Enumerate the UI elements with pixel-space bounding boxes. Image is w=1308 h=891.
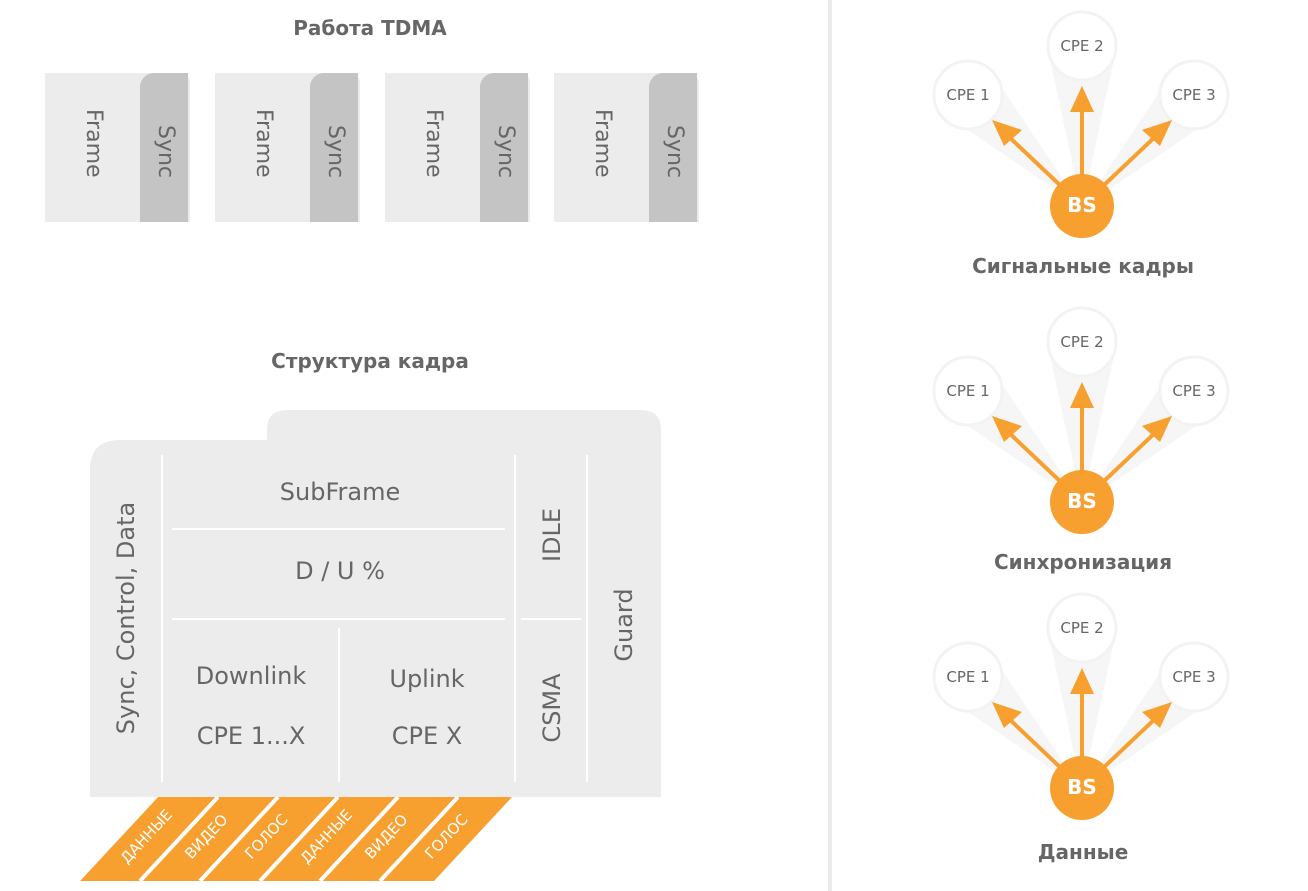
tdma-block-2: Frame Sync (215, 73, 360, 222)
star-diagram-data: CPE 1 CPE 2 CPE 3 BS (928, 590, 1238, 830)
du-label: D / U % (295, 557, 385, 585)
bs-label: BS (1067, 489, 1097, 513)
uplink-label: Uplink (389, 665, 465, 693)
bs-node (1050, 470, 1114, 534)
tdma-frame-label: Frame (81, 109, 106, 178)
guard-label: Guard (610, 588, 638, 661)
cpe-3-label: CPE 3 (1172, 382, 1216, 400)
bs-node (1050, 174, 1114, 238)
cpe-3-label: CPE 3 (1172, 668, 1216, 686)
header-column-label: Sync, Control, Data (112, 502, 140, 734)
idle-label: IDLE (538, 508, 566, 562)
cpe-1-label: CPE 1 (946, 382, 990, 400)
tdma-frame-label: Frame (251, 109, 276, 178)
star-caption-data: Данные (1037, 840, 1129, 864)
star-caption-signal: Сигнальные кадры (972, 254, 1194, 278)
downlink-label: Downlink (195, 662, 307, 690)
tdma-sync-label: Sync (662, 125, 687, 179)
frame-structure-title: Структура кадра (271, 349, 469, 373)
tdma-block-3: Frame Sync (385, 73, 530, 222)
cpe-1-label: CPE 1 (946, 668, 990, 686)
cpe-2-label: CPE 2 (1060, 37, 1104, 55)
section-divider (828, 0, 832, 891)
star-graphic (932, 306, 1230, 534)
tdma-title: Работа TDMA (293, 16, 447, 40)
tdma-sync-label: Sync (153, 125, 178, 179)
tdma-sync (480, 73, 528, 222)
cpe-1-label: CPE 1 (946, 86, 990, 104)
cpe-2-label: CPE 2 (1060, 619, 1104, 637)
tdma-frame-label: Frame (590, 109, 615, 178)
cpe-2-label: CPE 2 (1060, 333, 1104, 351)
frame-structure-shape (90, 410, 661, 797)
tdma-block-1: Frame Sync (45, 73, 190, 222)
tdma-sync (649, 73, 697, 222)
tdma-frame-label: Frame (421, 109, 446, 178)
star-graphic (932, 592, 1230, 820)
bs-label: BS (1067, 193, 1097, 217)
tdma-sync-label: Sync (493, 125, 518, 179)
downlink-cpe-label: CPE 1...X (196, 722, 306, 750)
uplink-cpe-label: CPE X (391, 722, 463, 750)
frame-grid-lines (161, 455, 588, 782)
tdma-sync (310, 73, 358, 222)
bs-label: BS (1067, 775, 1097, 799)
star-graphic (932, 10, 1230, 238)
tdma-sync-label: Sync (323, 125, 348, 179)
cpe-3-label: CPE 3 (1172, 86, 1216, 104)
tdma-block-4: Frame Sync (554, 73, 699, 222)
bs-node (1050, 756, 1114, 820)
csma-label: CSMA (538, 673, 566, 743)
frame-structure-diagram: ДАННЫЕ ВИДЕО ГОЛОС ДАННЫЕ ВИДЕО ГОЛОС Sy… (80, 410, 661, 881)
star-diagram-sync: CPE 1 CPE 2 CPE 3 BS (928, 304, 1238, 544)
subframe-label: SubFrame (279, 478, 401, 506)
data-stripes (80, 797, 512, 881)
star-caption-sync: Синхронизация (993, 550, 1173, 574)
star-diagram-signal: CPE 1 CPE 2 CPE 3 BS (928, 8, 1238, 248)
tdma-sync (140, 73, 188, 222)
